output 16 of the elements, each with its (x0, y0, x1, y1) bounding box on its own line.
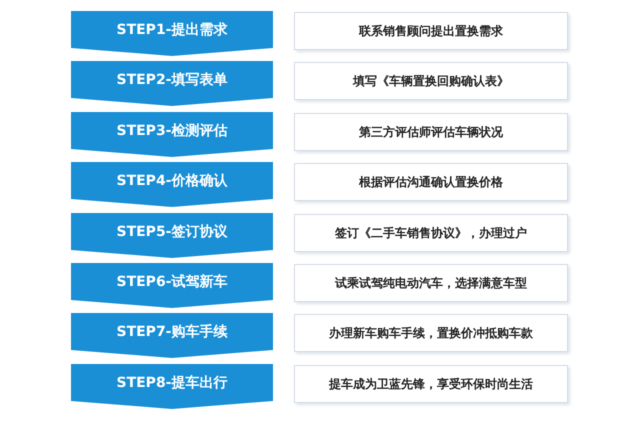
step-banner: STEP1-提出需求 (71, 11, 273, 56)
step-banner: STEP7-购车手续 (71, 313, 273, 358)
description-box: 第三方评估师评估车辆状况 (294, 112, 568, 151)
description-box: 提车成为卫蓝先锋，享受环保时尚生活 (294, 364, 568, 403)
description-box: 签订《二手车销售协议》，办理过户 (294, 214, 568, 252)
description-box: 办理新车购车手续，置换价冲抵购车款 (294, 314, 568, 352)
description-box: 联系销售顾问提出置换需求 (294, 12, 568, 50)
description-box: 试乘试驾纯电动汽车，选择满意车型 (294, 264, 568, 302)
step-banner: STEP6-试驾新车 (71, 263, 273, 308)
step-banner: STEP2-填写表单 (71, 61, 273, 106)
step-banner: STEP3-检测评估 (71, 112, 273, 157)
description-box: 填写《车辆置换回购确认表》 (294, 62, 568, 100)
description-box: 根据评估沟通确认置换价格 (294, 163, 568, 202)
step-banner: STEP8-提车出行 (71, 364, 273, 409)
step-banner: STEP5-签订协议 (71, 212, 273, 258)
step-banner: STEP4-价格确认 (71, 162, 273, 208)
